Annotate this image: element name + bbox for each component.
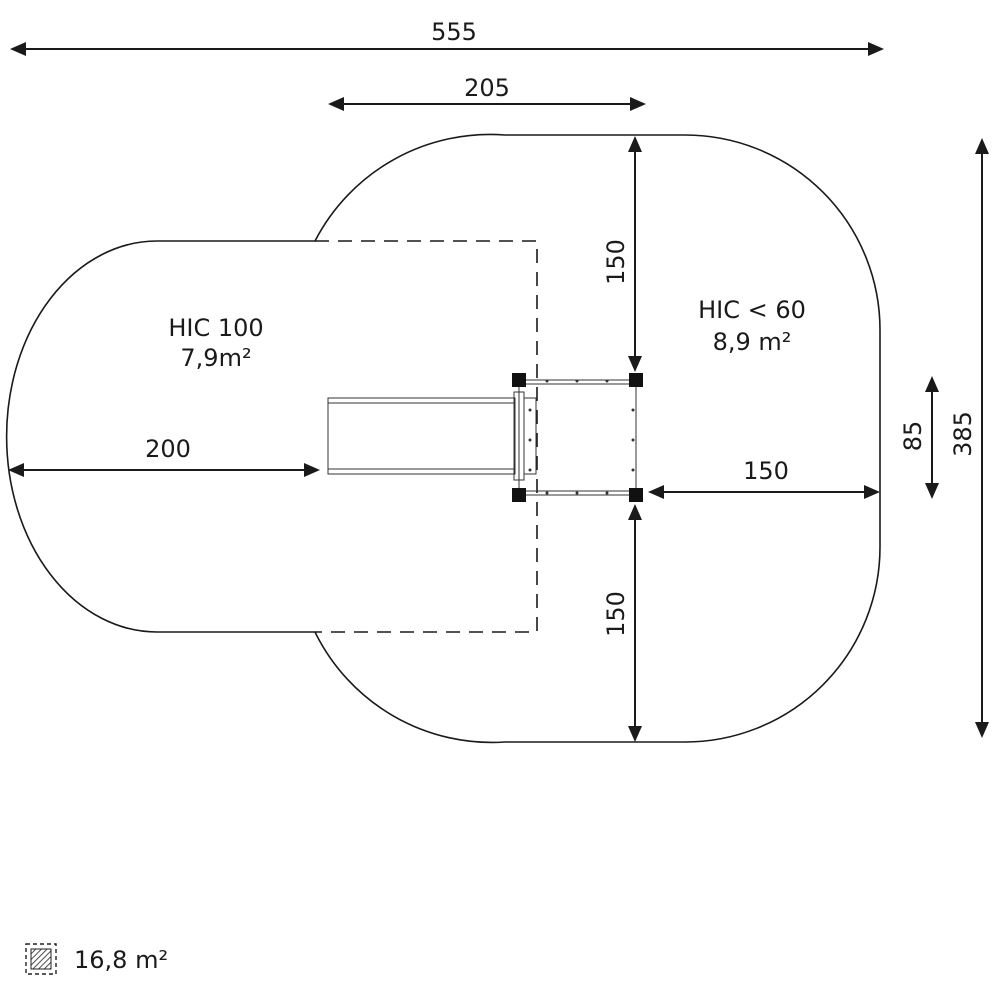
dimension-overall-height: 385 xyxy=(949,138,989,738)
tower-post xyxy=(512,488,526,502)
safety-zone-outline xyxy=(5,133,881,744)
tower-post xyxy=(629,488,643,502)
dimension-label: 150 xyxy=(602,239,630,285)
dimension-tower-zone-width: 205 xyxy=(328,74,646,111)
slide-zone-area: 7,9m² xyxy=(180,344,251,372)
tower-post xyxy=(512,373,526,387)
tower-zone-area: 8,9 m² xyxy=(713,328,792,356)
dimension-overall-width: 555 xyxy=(10,18,884,56)
dimension-label: 200 xyxy=(145,435,191,463)
dimension-label: 150 xyxy=(743,457,789,485)
dimension-right-extension: 150 xyxy=(648,457,880,499)
tower-post xyxy=(629,373,643,387)
dimension-slide-extension: 200 xyxy=(8,435,320,477)
slide xyxy=(327,391,537,481)
tower-zone-hic: HIC < 60 xyxy=(698,296,806,324)
dimension-upper-height: 150 xyxy=(602,136,642,372)
dimension-label: 385 xyxy=(949,411,977,457)
dimension-label: 555 xyxy=(431,18,477,46)
legend-total-area: 16,8 m² xyxy=(74,946,168,974)
dimension-label: 205 xyxy=(464,74,510,102)
zone-divider-dashed xyxy=(315,240,538,633)
dimension-lower-height: 150 xyxy=(602,504,642,742)
slide-zone-hic: HIC 100 xyxy=(168,314,263,342)
dimension-tower-depth: 85 xyxy=(899,376,939,499)
tower xyxy=(512,373,643,502)
hatched-area-icon xyxy=(25,943,57,975)
dimension-label: 85 xyxy=(899,421,927,452)
legend: 16,8 m² xyxy=(25,943,168,975)
dimension-label: 150 xyxy=(602,591,630,637)
